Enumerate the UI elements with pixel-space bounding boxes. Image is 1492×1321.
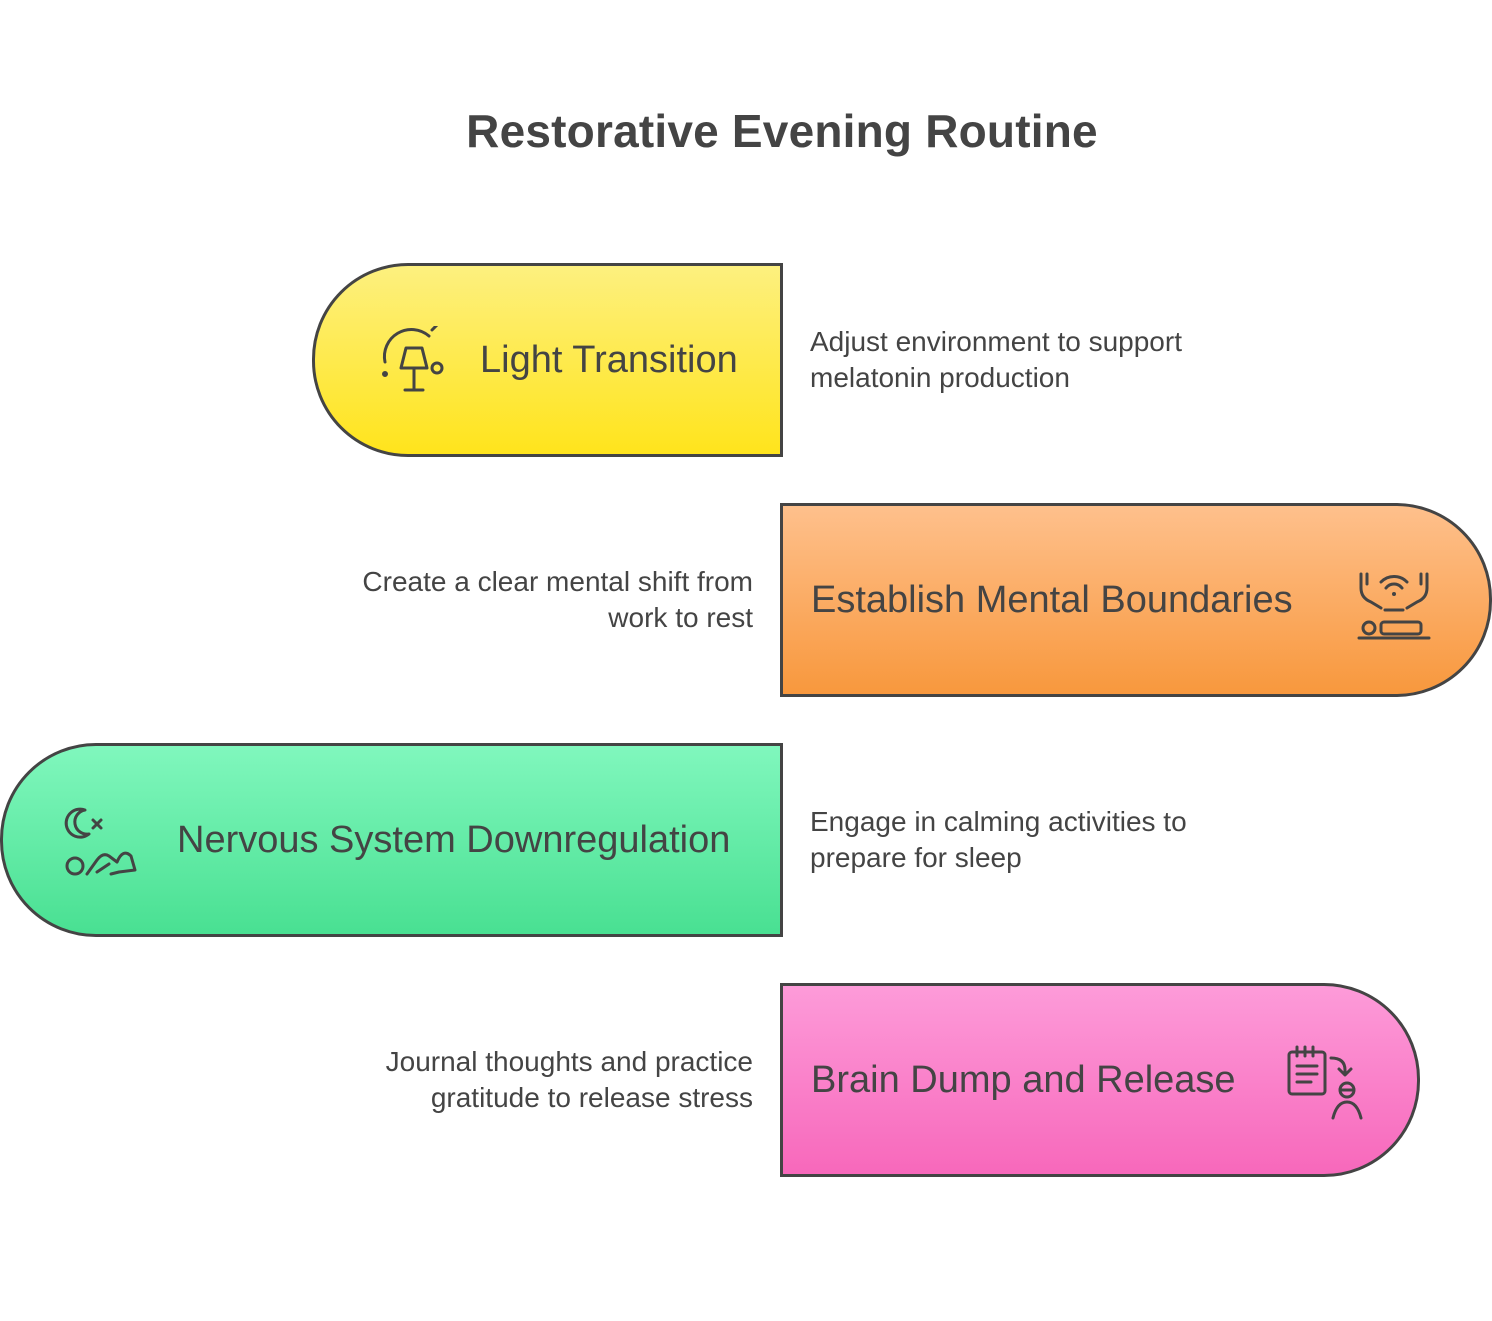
step-description: Journal thoughts and practice gratitude … [385, 1046, 753, 1113]
step-label: Light Transition [480, 338, 738, 381]
step-light-transition: Light Transition [312, 263, 783, 457]
lamp-icon [382, 326, 444, 392]
step-description: Create a clear mental shift from work to… [362, 566, 753, 633]
step-establish-mental-boundaries: Establish Mental Boundaries [780, 503, 1492, 697]
step-description: Adjust environment to support melatonin … [810, 326, 1182, 393]
meditation-signal-icon [1357, 572, 1431, 640]
step-description: Engage in calming activities to prepare … [810, 806, 1187, 873]
step-brain-dump-and-release: Brain Dump and Release [780, 983, 1420, 1177]
step-nervous-system-downregulation: Nervous System Downregulation [0, 743, 783, 937]
step-label: Brain Dump and Release [811, 1058, 1236, 1101]
diagram-title: Restorative Evening Routine [466, 105, 1098, 157]
step-label: Nervous System Downregulation [177, 818, 731, 861]
step-label: Establish Mental Boundaries [811, 578, 1293, 621]
journal-release-icon [1287, 1045, 1363, 1120]
moon-resting-person-icon [64, 807, 137, 876]
